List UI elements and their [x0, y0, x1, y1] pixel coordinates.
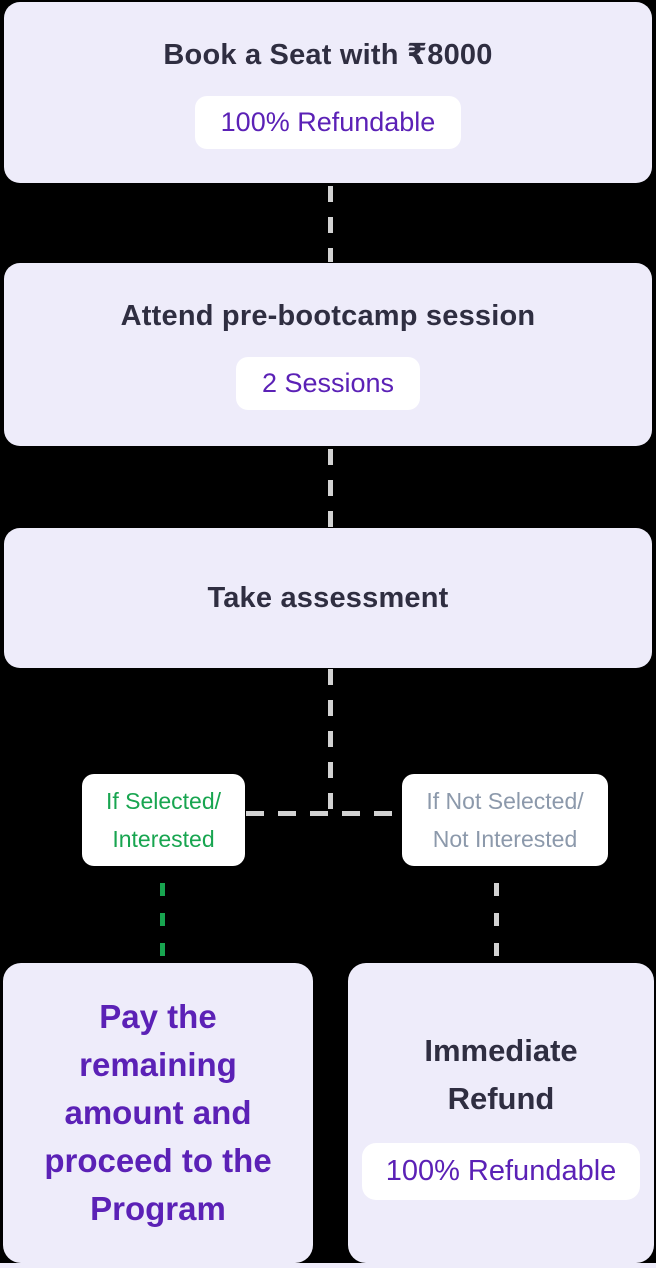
branch-label-not-selected-line2: Not Interested: [432, 826, 578, 852]
refundable-badge-label: 100% Refundable: [220, 106, 436, 137]
step-assessment-card: Take assessment: [4, 528, 652, 668]
connector-step2-step3-dashed-line: [328, 449, 333, 527]
branch-label-not-selected-line1: If Not Selected/: [426, 788, 584, 814]
refund-refundable-badge-label: 100% Refundable: [385, 1154, 617, 1187]
next-section-top-edge: [0, 1263, 656, 1268]
outcome-pay-line1: Pay the: [99, 998, 217, 1035]
outcome-refund-title-line2: Refund: [447, 1080, 555, 1116]
outcome-pay-line3: amount and: [64, 1094, 252, 1131]
outcome-pay-line5: Program: [90, 1190, 226, 1227]
connector-selected-outcome-dashed-line: [160, 883, 165, 957]
outcome-immediate-refund-card: Immediate Refund 100% Refundable: [348, 963, 654, 1263]
branch-label-not-selected: If Not Selected/ Not Interested: [402, 774, 608, 866]
outcome-pay-line4: proceed to the: [44, 1142, 272, 1179]
refund-refundable-badge: 100% Refundable: [361, 1142, 641, 1200]
outcome-refund-title-line1: Immediate: [424, 1032, 578, 1068]
connector-step1-step2-dashed-line: [328, 186, 333, 262]
step-prebootcamp-card: Attend pre-bootcamp session 2 Sessions: [4, 263, 652, 446]
sessions-badge: 2 Sessions: [235, 356, 421, 410]
connector-step3-branch-dashed-line: [328, 669, 333, 813]
step-book-seat-card: Book a Seat with ₹8000 100% Refundable: [4, 2, 652, 183]
outcome-pay-remaining-text: Pay the remaining amount and proceed to …: [44, 993, 271, 1233]
refundable-badge: 100% Refundable: [194, 95, 462, 149]
sessions-badge-label: 2 Sessions: [261, 367, 395, 398]
connector-not-selected-outcome-dashed-line: [494, 883, 499, 957]
outcome-pay-line2: remaining: [79, 1046, 237, 1083]
branch-label-selected: If Selected/ Interested: [82, 774, 245, 866]
outcome-refund-title: Immediate Refund: [424, 1027, 577, 1123]
branch-split-horizontal-dashed-line: [246, 811, 400, 816]
step-assessment-title: Take assessment: [207, 581, 449, 614]
step-prebootcamp-title: Attend pre-bootcamp session: [120, 299, 536, 332]
branch-label-selected-line2: Interested: [112, 826, 215, 852]
branch-label-selected-line1: If Selected/: [105, 788, 222, 814]
step-book-seat-title: Book a Seat with ₹8000: [163, 38, 493, 71]
outcome-pay-remaining-card: Pay the remaining amount and proceed to …: [3, 963, 313, 1263]
